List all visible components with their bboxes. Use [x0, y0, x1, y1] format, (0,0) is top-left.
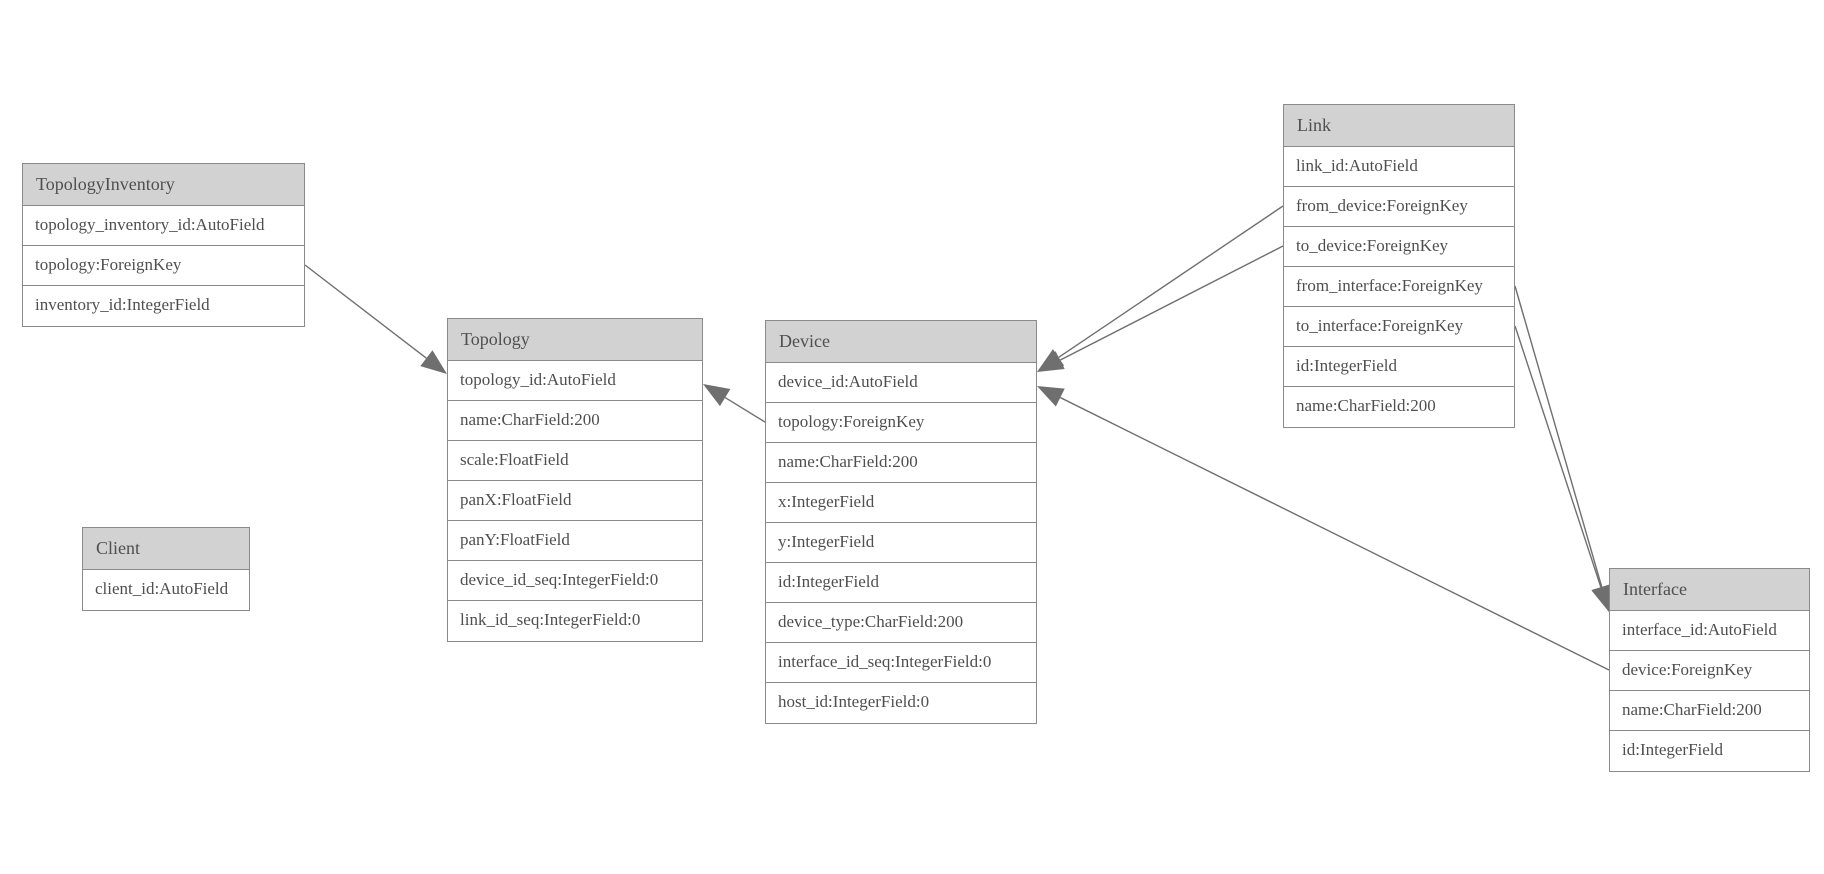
entity-field-row: inventory_id:IntegerField	[23, 286, 304, 326]
entity-title-device: Device	[766, 321, 1036, 363]
relation-line-link-from_device	[1058, 205, 1284, 359]
entity-field-row: interface_id_seq:IntegerField:0	[766, 643, 1036, 683]
entity-field-row: client_id:AutoField	[83, 570, 249, 610]
entity-field-row: device_id:AutoField	[766, 363, 1036, 403]
entity-field-row: topology:ForeignKey	[23, 246, 304, 286]
relation-arrowhead-icon	[1037, 351, 1065, 372]
entity-field-row: link_id_seq:IntegerField:0	[448, 601, 702, 641]
entity-field-row: id:IntegerField	[1284, 347, 1514, 387]
entity-field-row: to_interface:ForeignKey	[1284, 307, 1514, 347]
relation-arrowhead-icon	[420, 350, 447, 374]
relation-line-interface-device	[1059, 396, 1610, 671]
entity-field-row: interface_id:AutoField	[1610, 611, 1809, 651]
entity-title-topology: Topology	[448, 319, 702, 361]
entity-field-row: name:CharField:200	[766, 443, 1036, 483]
entity-field-row: id:IntegerField	[1610, 731, 1809, 771]
entity-title-topology_inventory: TopologyInventory	[23, 164, 304, 206]
entity-title-link: Link	[1284, 105, 1514, 147]
entity-field-row: device_id_seq:IntegerField:0	[448, 561, 702, 601]
entity-field-row: name:CharField:200	[1610, 691, 1809, 731]
entity-field-row: panX:FloatField	[448, 481, 702, 521]
entity-field-row: name:CharField:200	[448, 401, 702, 441]
relation-line-link-to_device	[1059, 245, 1284, 361]
entity-field-row: to_device:ForeignKey	[1284, 227, 1514, 267]
entity-field-row: link_id:AutoField	[1284, 147, 1514, 187]
entity-field-row: host_id:IntegerField:0	[766, 683, 1036, 723]
entity-field-row: topology:ForeignKey	[766, 403, 1036, 443]
entity-title-client: Client	[83, 528, 249, 570]
entity-field-row: id:IntegerField	[766, 563, 1036, 603]
relation-line-link-from_interface	[1514, 285, 1603, 588]
relation-arrowhead-icon	[1591, 584, 1611, 612]
relation-line-link-to_interface	[1514, 325, 1602, 588]
relation-arrowhead-icon	[703, 384, 731, 407]
relation-arrowhead-icon	[1037, 386, 1065, 407]
entity-field-row: topology_inventory_id:AutoField	[23, 206, 304, 246]
entity-field-row: x:IntegerField	[766, 483, 1036, 523]
entity-field-row: device:ForeignKey	[1610, 651, 1809, 691]
relation-line-topology_inventory-topology	[304, 264, 427, 359]
entity-field-row: panY:FloatField	[448, 521, 702, 561]
entity-field-row: y:IntegerField	[766, 523, 1036, 563]
entity-field-row: from_device:ForeignKey	[1284, 187, 1514, 227]
entity-field-row: name:CharField:200	[1284, 387, 1514, 427]
entity-title-interface: Interface	[1610, 569, 1809, 611]
relation-line-device-topology	[724, 396, 766, 423]
entity-field-row: topology_id:AutoField	[448, 361, 702, 401]
entity-field-row: from_interface:ForeignKey	[1284, 267, 1514, 307]
entity-field-row: scale:FloatField	[448, 441, 702, 481]
entity-field-row: device_type:CharField:200	[766, 603, 1036, 643]
